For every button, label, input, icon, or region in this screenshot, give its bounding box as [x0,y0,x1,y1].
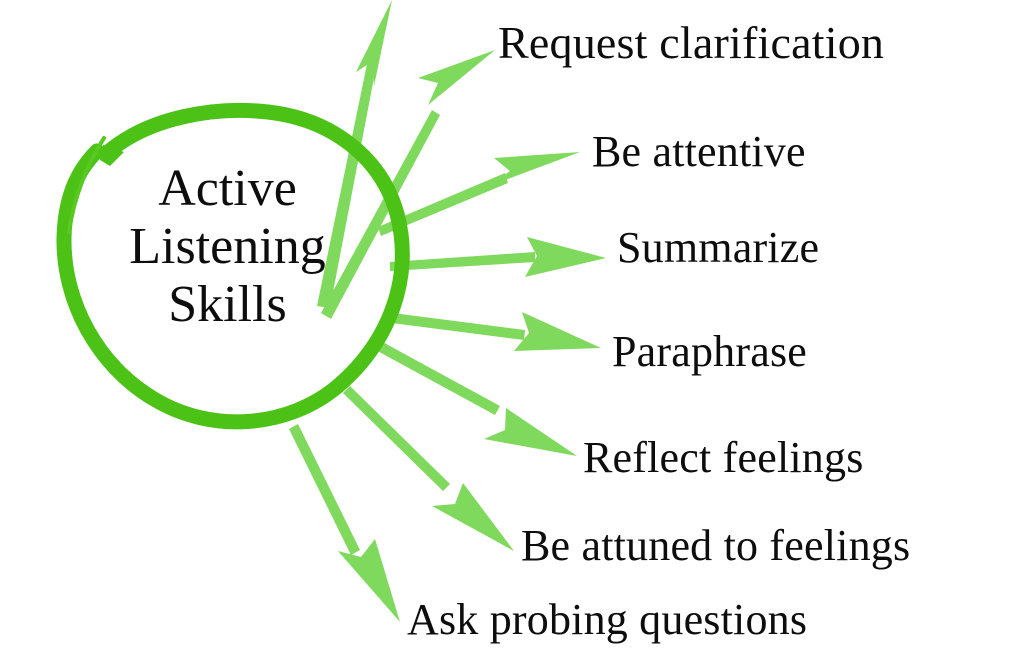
spoke-label-ask-probing-questions: Ask probing questions [407,595,808,644]
arrow-topmost [317,0,392,308]
spoke-arrows [289,0,606,622]
spoke-label-summarize: Summarize [617,223,820,272]
arrow-be-attuned-to-feelings [343,386,514,551]
center-label-line-2: Listening [129,218,326,276]
arrow-reflect-feelings [372,339,577,456]
spoke-label-be-attuned-to-feelings: Be attuned to feelings [521,521,911,570]
center-label-line-1: Active [158,160,297,217]
arrow-be-attentive [378,152,580,236]
center-circle [56,102,410,430]
center-label: Active Listening Skills [70,160,385,335]
arrow-paraphrase [384,312,601,351]
arrow-ask-probing-questions [289,424,400,622]
spoke-label-paraphrase: Paraphrase [612,327,808,376]
spoke-label-reflect-feelings: Reflect feelings [583,433,864,482]
arrow-summarize [390,237,606,277]
spoke-label-be-attentive: Be attentive [592,127,806,176]
spoke-label-request-clarification: Request clarification [498,17,885,68]
center-label-line-3: Skills [168,276,287,334]
arrow-request-clarification [321,50,495,319]
